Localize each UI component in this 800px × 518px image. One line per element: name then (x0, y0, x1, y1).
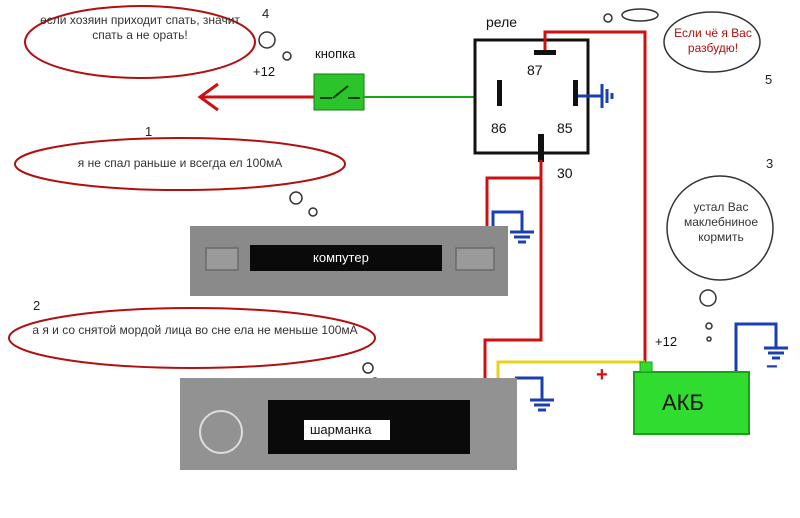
bubble-1-text: я не спал раньше и всегда ел 100мА (77, 156, 283, 170)
computer-display (250, 245, 442, 271)
ground-icon-radio (515, 376, 554, 412)
relay-title: реле (486, 14, 518, 30)
red-wire-30-radio (483, 178, 543, 382)
switch-icon (320, 85, 360, 99)
battery-body (633, 371, 750, 435)
button-label: кнопка (315, 46, 356, 61)
battery-label: АКБ (662, 390, 704, 415)
bubble-3-text: устал Вас маклебниное кормить (683, 200, 759, 244)
bubble-4-outline (24, 5, 256, 79)
relay-body (473, 38, 590, 155)
relay-pin-86: 86 (491, 120, 507, 136)
bubble-2-text: а я и со снятой мордой лица во сне ела н… (32, 323, 358, 337)
ground-icon-85 (578, 84, 614, 108)
bubble-5-number: 5 (765, 72, 773, 87)
red-arrow (197, 82, 316, 112)
radio-knob (199, 410, 243, 454)
bubble-3-number: 3 (766, 156, 774, 171)
red-wire-87 (543, 30, 647, 372)
thought-circles (258, 8, 717, 385)
ground-icon-battery (734, 322, 788, 372)
ground-icon-computer (491, 210, 534, 244)
relay-pin-85: 85 (557, 120, 573, 136)
battery-plus: + (596, 364, 608, 386)
plus12-battery-label: +12 (655, 334, 678, 349)
bubble-2-outline (8, 307, 376, 369)
plus12-left-label: +12 (253, 64, 276, 79)
bubble-2-number: 2 (33, 298, 41, 313)
bubble-3-outline (666, 175, 774, 281)
bubble-1-number: 1 (145, 124, 153, 139)
battery-minus: − (766, 356, 778, 378)
radio-label: шарманка (310, 422, 372, 437)
bubble-5-outline (663, 11, 761, 73)
relay-pin-30: 30 (557, 165, 573, 181)
bubble-4-text: если хозяин приходит спать, значит спать… (40, 13, 240, 42)
relay-pin-87: 87 (527, 62, 543, 78)
relay-pins (497, 50, 578, 162)
bubble-5-text: Если чё я Вас разбудю! (674, 26, 752, 55)
yellow-wire (496, 360, 645, 382)
bubble-1-outline (14, 137, 346, 191)
red-wire-30-computer (485, 160, 543, 230)
bubble-4-number: 4 (262, 6, 270, 21)
computer-label: компутер (313, 250, 369, 265)
